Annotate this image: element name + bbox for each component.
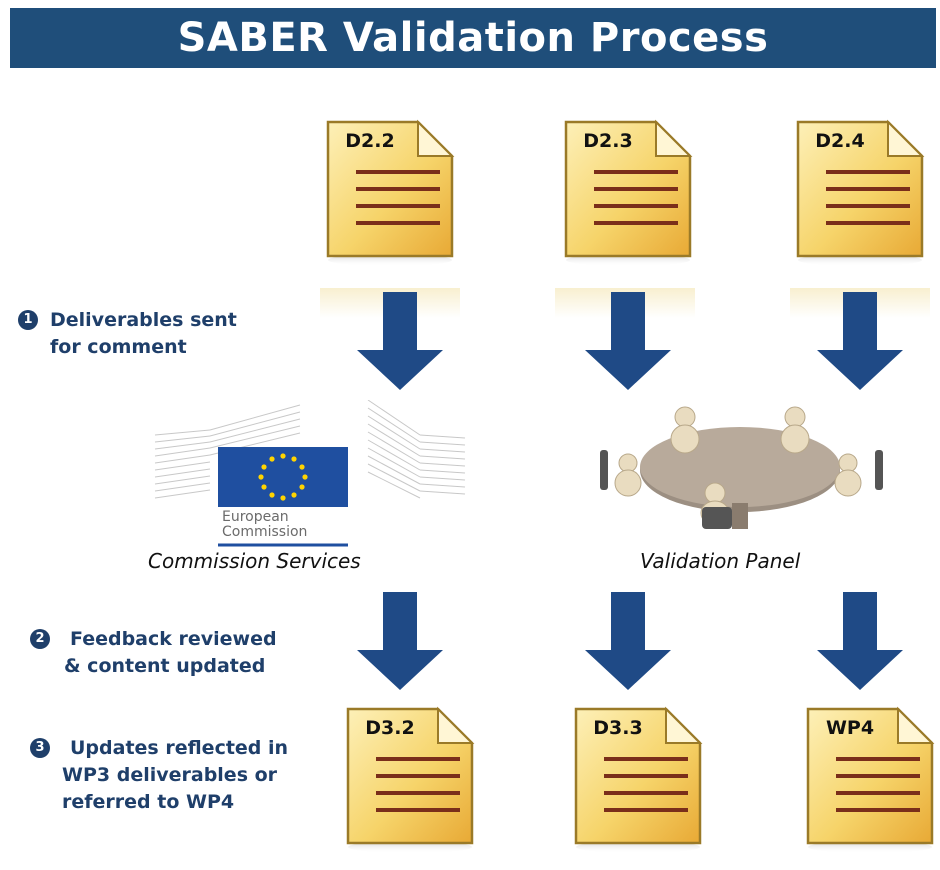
- document-label: D3.3: [593, 717, 643, 739]
- step-number-badge: 2: [30, 629, 50, 649]
- step-text-line: Deliverables sent: [50, 309, 237, 331]
- document-label: D2.3: [583, 130, 633, 152]
- down-arrow-icon: [357, 292, 443, 390]
- document-d2-4: D2.4: [790, 118, 925, 268]
- step-text-line: WP3 deliverables or: [62, 764, 278, 786]
- caption-commission-services: Commission Services: [148, 549, 361, 573]
- document-wp4: WP4: [800, 705, 935, 855]
- document-d3-3: D3.3: [568, 705, 703, 855]
- step-text-line: & content updated: [64, 655, 266, 677]
- down-arrow-icon: [585, 592, 671, 690]
- document-label: D2.2: [345, 130, 395, 152]
- step-number-badge: 1: [18, 310, 38, 330]
- step-number-badge: 3: [30, 738, 50, 758]
- step-text-line: Updates reflected in: [70, 737, 289, 759]
- down-arrow-icon: [817, 292, 903, 390]
- down-arrow-icon: [357, 592, 443, 690]
- caption-validation-panel: Validation Panel: [640, 549, 801, 573]
- meeting-table-icon: [600, 406, 883, 529]
- document-d2-2: D2.2: [320, 118, 455, 268]
- european-commission-logo: [154, 400, 466, 547]
- down-arrow-icon: [585, 292, 671, 390]
- document-label: WP4: [825, 717, 875, 739]
- down-arrow-icon: [817, 592, 903, 690]
- document-label: D2.4: [815, 130, 865, 152]
- document-d3-2: D3.2: [340, 705, 475, 855]
- step-text-line: referred to WP4: [62, 791, 235, 813]
- document-d2-3: D2.3: [558, 118, 693, 268]
- step-text-line: Feedback reviewed: [70, 628, 277, 650]
- page-title: SABER Validation Process: [177, 15, 769, 61]
- document-label: D3.2: [365, 717, 415, 739]
- title-bar: SABER Validation Process: [10, 8, 936, 68]
- step-text-line: for comment: [50, 336, 187, 358]
- logo-text: European Commission: [222, 509, 308, 540]
